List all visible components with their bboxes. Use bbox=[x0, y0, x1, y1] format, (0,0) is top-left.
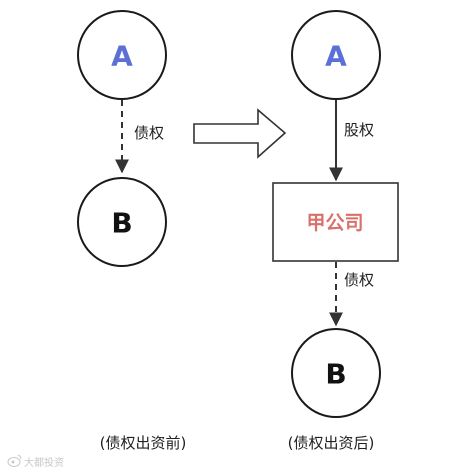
after-node-a-label: A bbox=[325, 40, 347, 73]
after-debt-edge-label: 债权 bbox=[344, 271, 374, 289]
before-debt-edge-label: 债权 bbox=[134, 124, 164, 142]
block-right-arrow-icon bbox=[193, 108, 287, 159]
after-node-b-circle bbox=[291, 328, 381, 418]
before-caption: (债权出资前) bbox=[100, 434, 187, 452]
before-node-b-label: B bbox=[111, 207, 132, 240]
before-node-a-label: A bbox=[111, 40, 133, 73]
after-group: A 股权 甲公司 债权 B (债权出资后) bbox=[272, 10, 399, 452]
company-label: 甲公司 bbox=[306, 212, 363, 234]
after-caption: (债权出资后) bbox=[288, 434, 375, 452]
watermark: 大都投资 bbox=[7, 454, 64, 469]
after-equity-edge-label: 股权 bbox=[344, 121, 374, 139]
before-node-b-circle bbox=[77, 177, 167, 267]
watermark-text: 大都投资 bbox=[24, 456, 64, 469]
after-node-a-circle bbox=[291, 10, 381, 100]
weibo-icon bbox=[7, 454, 22, 467]
company-box bbox=[272, 182, 399, 262]
after-node-b-label: B bbox=[325, 358, 346, 391]
before-node-a-circle bbox=[77, 10, 167, 100]
before-group: A 债权 B (债权出资前) bbox=[77, 10, 187, 452]
